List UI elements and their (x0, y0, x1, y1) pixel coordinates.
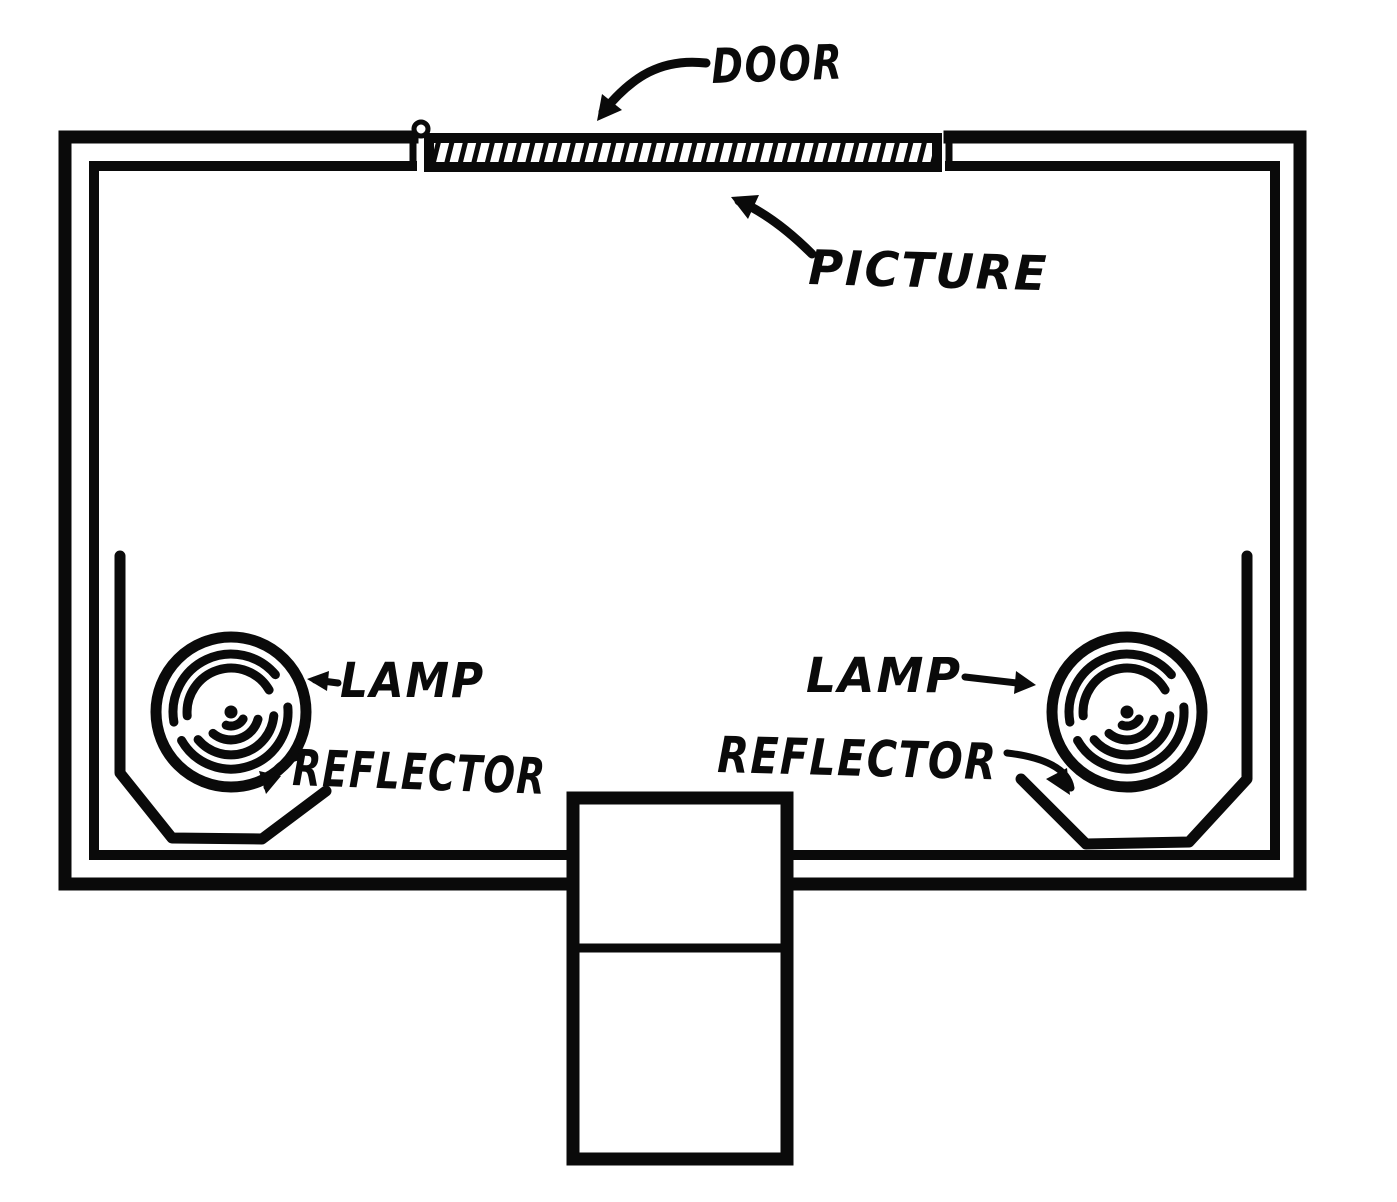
lamp-right-arrowhead-icon (1014, 671, 1036, 694)
lens-tube-body (566, 791, 794, 1166)
labels: DOOR PICTURE LAMP LAMP REFLECTOR REFLECT… (292, 34, 1049, 805)
door-arrowhead-icon (597, 94, 622, 121)
enclosure-inner-wall (89, 161, 1280, 860)
lamp-right-label: LAMP (806, 648, 962, 704)
lamp-right-icon (1046, 631, 1208, 793)
reflector-right-arrowhead-icon (1046, 768, 1070, 795)
reflector-right-line (1015, 550, 1253, 850)
lamp-left-bulb-outline (150, 631, 312, 793)
picture-label: PICTURE (808, 240, 1049, 302)
door-arrow-icon (598, 57, 711, 117)
lamp-left-label: LAMP (340, 653, 485, 709)
door-hatched-panel (424, 133, 942, 172)
hinge-pin-icon (411, 119, 431, 139)
door-assembly (411, 119, 942, 172)
lamp-right-filament-coils (1064, 649, 1189, 774)
reflector-left-arrowhead-icon (259, 771, 281, 794)
lamp-right-bulb-outline (1046, 631, 1208, 793)
lamp-right-center-dot (1120, 705, 1134, 719)
reflector-right-label: REFLECTOR (717, 726, 998, 791)
reflector-left-label: REFLECTOR (292, 739, 548, 806)
lamp-left-center-dot (224, 705, 238, 719)
reflector-right-arrow-icon (1003, 749, 1075, 792)
annotation-arrows (259, 57, 1075, 795)
reflector-left-line (114, 550, 332, 845)
lamp-left-arrowhead-icon (307, 671, 329, 691)
door-label: DOOR (710, 34, 844, 95)
lamp-left-filament-coils (168, 649, 293, 774)
picture-arrowhead-icon (731, 195, 759, 219)
enclosure-outer-wall (58, 130, 1307, 891)
lamp-left-icon (150, 631, 312, 793)
lens-tube (566, 791, 794, 1166)
enclosure (58, 130, 1307, 891)
door-jamb-ticks (409, 133, 953, 169)
